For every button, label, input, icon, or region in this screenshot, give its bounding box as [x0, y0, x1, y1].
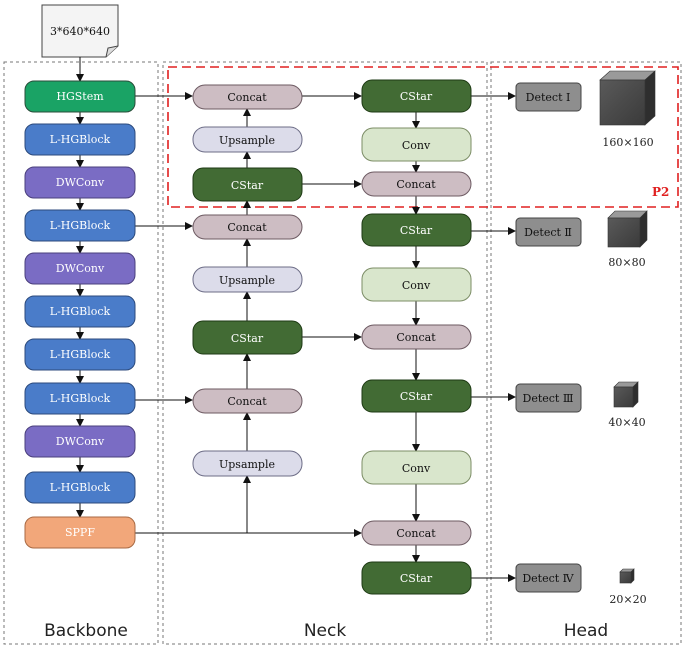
backbone-block-1-label: L-HGBlock — [50, 133, 111, 146]
cube-80 — [607, 210, 648, 248]
neck-concat-1-label: Concat — [227, 91, 267, 104]
sppf-node: SPPF — [24, 516, 136, 549]
neck-right-nodes: CStar Conv Concat CStar Conv Concat CSta… — [361, 79, 472, 595]
neck-right-cstar-3-label: CStar — [400, 390, 433, 403]
backbone-block-8: DWConv — [24, 425, 136, 458]
backbone-block-9: L-HGBlock — [24, 471, 136, 504]
neck-right-cstar-2: CStar — [361, 213, 472, 247]
neck-right-conv-3-label: Conv — [402, 462, 431, 475]
detect-1-label: Detect Ⅰ — [526, 91, 571, 104]
neck-upsample-3: Upsample — [192, 450, 303, 477]
neck-upsample-2-label: Upsample — [219, 274, 275, 287]
neck-right-conv-1: Conv — [361, 127, 472, 162]
backbone-block-2: DWConv — [24, 166, 136, 199]
neck-right-cstar-1-label: CStar — [400, 90, 433, 103]
detect-3: Detect Ⅲ — [515, 383, 582, 413]
detect-2: Detect Ⅱ — [515, 217, 582, 247]
hgstem-label: HGStem — [56, 90, 104, 103]
backbone-section — [3, 61, 159, 645]
neck-left-nodes: Concat Upsample CStar Concat Upsample CS… — [192, 84, 303, 477]
backbone-block-4-label: DWConv — [56, 262, 105, 275]
neck-label: Neck — [304, 621, 347, 641]
backbone-block-2-label: DWConv — [56, 176, 105, 189]
neck-right-concat-2: Concat — [361, 324, 472, 350]
neck-right-cstar-4: CStar — [361, 561, 472, 595]
sppf-label: SPPF — [65, 526, 95, 539]
neck-right-concat-3-label: Concat — [396, 527, 436, 540]
detect-3-label: Detect Ⅲ — [523, 392, 574, 405]
hgstem-node: HGStem — [24, 80, 136, 113]
neck-right-cstar-1: CStar — [361, 79, 472, 113]
backbone-block-4: DWConv — [24, 252, 136, 285]
neck-right-cstar-2-label: CStar — [400, 224, 433, 237]
backbone-block-6: L-HGBlock — [24, 338, 136, 371]
neck-concat-2-label: Concat — [227, 221, 267, 234]
neck-concat-1: Concat — [192, 84, 303, 110]
neck-right-cstar-3: CStar — [361, 379, 472, 413]
backbone-nodes: HGStem L-HGBlock DWConv L-HGBlock DWConv… — [24, 80, 136, 549]
size-label-40: 40×40 — [608, 416, 645, 429]
detect-1: Detect Ⅰ — [515, 82, 582, 112]
size-label-160: 160×160 — [602, 136, 653, 149]
backbone-block-9-label: L-HGBlock — [50, 481, 111, 494]
neck-right-conv-2: Conv — [361, 267, 472, 302]
backbone-block-6-label: L-HGBlock — [50, 348, 111, 361]
backbone-label: Backbone — [44, 621, 128, 641]
neck-cstar-1: CStar — [192, 167, 303, 202]
backbone-block-7-label: L-HGBlock — [50, 392, 111, 405]
neck-right-conv-2-label: Conv — [402, 279, 431, 292]
input-document: 3*640*640 — [41, 4, 119, 58]
neck-right-conv-3: Conv — [361, 450, 472, 485]
input-label: 3*640*640 — [50, 25, 110, 38]
head-nodes: Detect Ⅰ Detect Ⅱ Detect Ⅲ Detect Ⅳ — [515, 82, 582, 593]
neck-upsample-1-label: Upsample — [219, 134, 275, 147]
backbone-block-8-label: DWConv — [56, 435, 105, 448]
cube-160 — [599, 70, 656, 126]
neck-upsample-1: Upsample — [192, 126, 303, 153]
neck-right-concat-1: Concat — [361, 171, 472, 197]
detect-2-label: Detect Ⅱ — [524, 226, 572, 239]
neck-right-cstar-4-label: CStar — [400, 572, 433, 585]
size-label-80: 80×80 — [608, 256, 645, 269]
neck-concat-2: Concat — [192, 214, 303, 240]
connectors — [76, 57, 516, 582]
neck-concat-3-label: Concat — [227, 395, 267, 408]
neck-concat-3: Concat — [192, 388, 303, 414]
size-label-20: 20×20 — [609, 593, 646, 606]
backbone-block-3-label: L-HGBlock — [50, 219, 111, 232]
neck-cstar-2: CStar — [192, 320, 303, 355]
backbone-block-1: L-HGBlock — [24, 123, 136, 156]
cube-40 — [613, 381, 639, 408]
neck-cstar-1-label: CStar — [231, 179, 264, 192]
neck-right-concat-3: Concat — [361, 520, 472, 546]
backbone-block-7: L-HGBlock — [24, 382, 136, 415]
head-section — [490, 61, 682, 645]
neck-right-concat-1-label: Concat — [396, 178, 436, 191]
neck-right-conv-1-label: Conv — [402, 139, 431, 152]
neck-right-concat-2-label: Concat — [396, 331, 436, 344]
neck-cstar-2-label: CStar — [231, 332, 264, 345]
neck-section — [162, 61, 488, 645]
p2-label: P2 — [652, 185, 669, 199]
neck-upsample-2: Upsample — [192, 266, 303, 293]
head-label: Head — [564, 621, 608, 641]
backbone-block-5: L-HGBlock — [24, 295, 136, 328]
detect-4-label: Detect Ⅳ — [522, 572, 574, 585]
cube-20 — [619, 568, 635, 584]
neck-upsample-3-label: Upsample — [219, 458, 275, 471]
backbone-block-5-label: L-HGBlock — [50, 305, 111, 318]
p2-region — [167, 66, 679, 208]
backbone-block-3: L-HGBlock — [24, 209, 136, 242]
detect-4: Detect Ⅳ — [515, 563, 582, 593]
